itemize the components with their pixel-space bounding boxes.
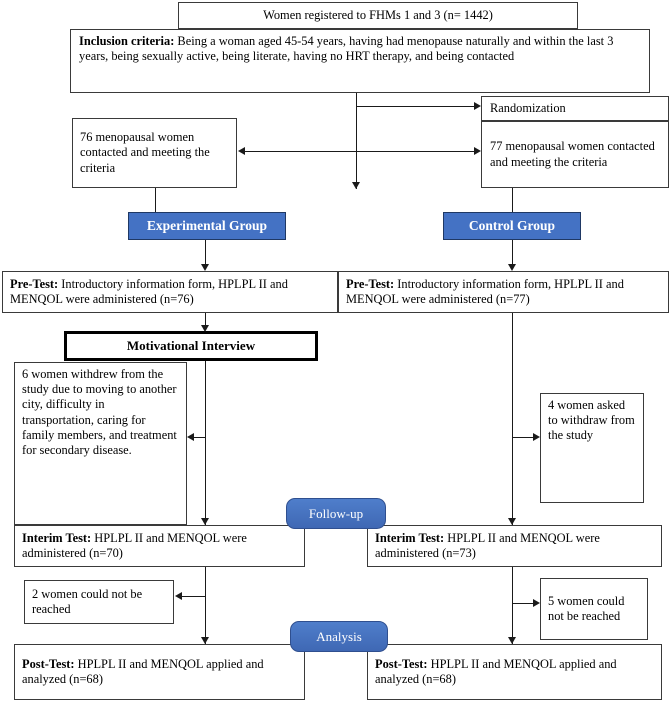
- posttest-right-text: HPLPL II and MENQOL applied and analyzed…: [375, 656, 617, 686]
- box-unreached-right: 5 women could not be reached: [540, 578, 648, 640]
- analysis-label: Analysis: [316, 628, 362, 644]
- withdrew-left-text: 6 women withdrew from the study due to m…: [22, 367, 177, 458]
- arrowhead-interim-left: [201, 518, 209, 525]
- right-eligible-text: 77 menopausal women contacted and meetin…: [490, 139, 655, 169]
- pretest-right-text: Introductory information form, HPLPL II …: [346, 276, 624, 306]
- arrowhead-unreached-left: [175, 592, 182, 600]
- arrowhead-unreached-right: [533, 599, 540, 607]
- arrowhead-left-eligible: [238, 147, 245, 155]
- connector-experimental-down: [205, 240, 206, 269]
- inclusion-criteria-label: Inclusion criteria:: [79, 34, 175, 48]
- arrowhead-pretest-left: [201, 264, 209, 271]
- box-withdrew-right: 4 women asked to withdraw from the study: [540, 393, 644, 503]
- posttest-right-label: Post-Test:: [375, 656, 428, 671]
- connector-inclusion-down: [356, 93, 357, 189]
- interim-right-label: Interim Test:: [375, 530, 445, 545]
- arrowhead-motivational: [201, 325, 209, 332]
- pretest-left-text: Introductory information form, HPLPL II …: [10, 276, 288, 306]
- connector-motivational-down: [205, 361, 206, 525]
- arrowhead-interim-right: [508, 518, 516, 525]
- followup-label: Follow-up: [308, 505, 364, 521]
- inclusion-criteria-text: Being a woman aged 45-54 years, having h…: [79, 34, 614, 64]
- interim-right-text: HPLPL II and MENQOL were administered (n…: [375, 530, 600, 560]
- arrowhead-right-eligible: [474, 147, 481, 155]
- pretest-right-label: Pre-Test:: [346, 276, 395, 291]
- pretest-left-label: Pre-Test:: [10, 276, 59, 291]
- motivational-interview-label: Motivational Interview: [126, 338, 256, 354]
- connector-right-eligible-down: [512, 188, 513, 212]
- box-registered-women: Women registered to FHMs 1 and 3 (n= 144…: [178, 2, 578, 29]
- box-right-eligible: 77 menopausal women contacted and meetin…: [481, 121, 669, 188]
- box-interim-right: Interim Test: HPLPL II and MENQOL were a…: [367, 525, 662, 567]
- experimental-group-label: Experimental Group: [146, 218, 268, 233]
- box-withdrew-left: 6 women withdrew from the study due to m…: [14, 362, 187, 525]
- connector-eligible-both: [245, 151, 474, 152]
- box-pretest-right: Pre-Test: Introductory information form,…: [338, 271, 669, 313]
- interim-left-label: Interim Test:: [22, 530, 92, 545]
- arrowhead-withdrew-left: [187, 433, 194, 441]
- box-posttest-right: Post-Test: HPLPL II and MENQOL applied a…: [367, 644, 662, 700]
- connector-to-withdrew-right: [513, 437, 535, 438]
- connector-to-withdrew-left: [194, 437, 206, 438]
- randomization-text: Randomization: [490, 100, 566, 115]
- badge-analysis[interactable]: Analysis: [290, 621, 388, 652]
- connector-left-eligible-down: [155, 188, 156, 212]
- posttest-left-label: Post-Test:: [22, 656, 75, 671]
- arrowhead-randomization: [474, 102, 481, 110]
- connector-interim-left-down: [205, 567, 206, 644]
- withdrew-right-text: 4 women asked to withdraw from the study: [548, 398, 635, 443]
- connector-to-randomization: [356, 106, 474, 107]
- badge-followup[interactable]: Follow-up: [286, 498, 386, 529]
- arrowhead-withdrew-right: [533, 433, 540, 441]
- interim-left-text: HPLPL II and MENQOL were administered (n…: [22, 530, 247, 560]
- connector-control-down: [512, 240, 513, 269]
- box-motivational-interview: Motivational Interview: [64, 331, 318, 361]
- box-randomization: Randomization: [481, 96, 669, 121]
- connector-interim-right-down: [512, 567, 513, 644]
- registered-women-text: Women registered to FHMs 1 and 3 (n= 144…: [263, 7, 493, 22]
- box-inclusion-criteria: Inclusion criteria: Being a woman aged 4…: [70, 29, 650, 93]
- connector-pretest-left-down: [205, 313, 206, 330]
- box-interim-left: Interim Test: HPLPL II and MENQOL were a…: [14, 525, 305, 567]
- box-posttest-left: Post-Test: HPLPL II and MENQOL applied a…: [14, 644, 305, 700]
- connector-to-unreached-left: [182, 596, 206, 597]
- badge-experimental-group[interactable]: Experimental Group: [128, 212, 286, 240]
- unreached-right-text: 5 women could not be reached: [548, 593, 625, 623]
- box-left-eligible: 76 menopausal women contacted and meetin…: [72, 118, 237, 188]
- unreached-left-text: 2 women could not be reached: [32, 586, 143, 616]
- posttest-left-text: HPLPL II and MENQOL applied and analyzed…: [22, 656, 264, 686]
- box-pretest-left: Pre-Test: Introductory information form,…: [2, 271, 338, 313]
- arrowhead-inclusion-down: [352, 182, 360, 189]
- control-group-label: Control Group: [468, 218, 556, 233]
- left-eligible-text: 76 menopausal women contacted and meetin…: [80, 130, 210, 175]
- arrowhead-posttest-right: [508, 637, 516, 644]
- arrowhead-pretest-right: [508, 264, 516, 271]
- arrowhead-posttest-left: [201, 637, 209, 644]
- box-unreached-left: 2 women could not be reached: [24, 580, 174, 624]
- badge-control-group[interactable]: Control Group: [443, 212, 581, 240]
- connector-control-long-down: [512, 313, 513, 525]
- connector-to-unreached-right: [513, 603, 535, 604]
